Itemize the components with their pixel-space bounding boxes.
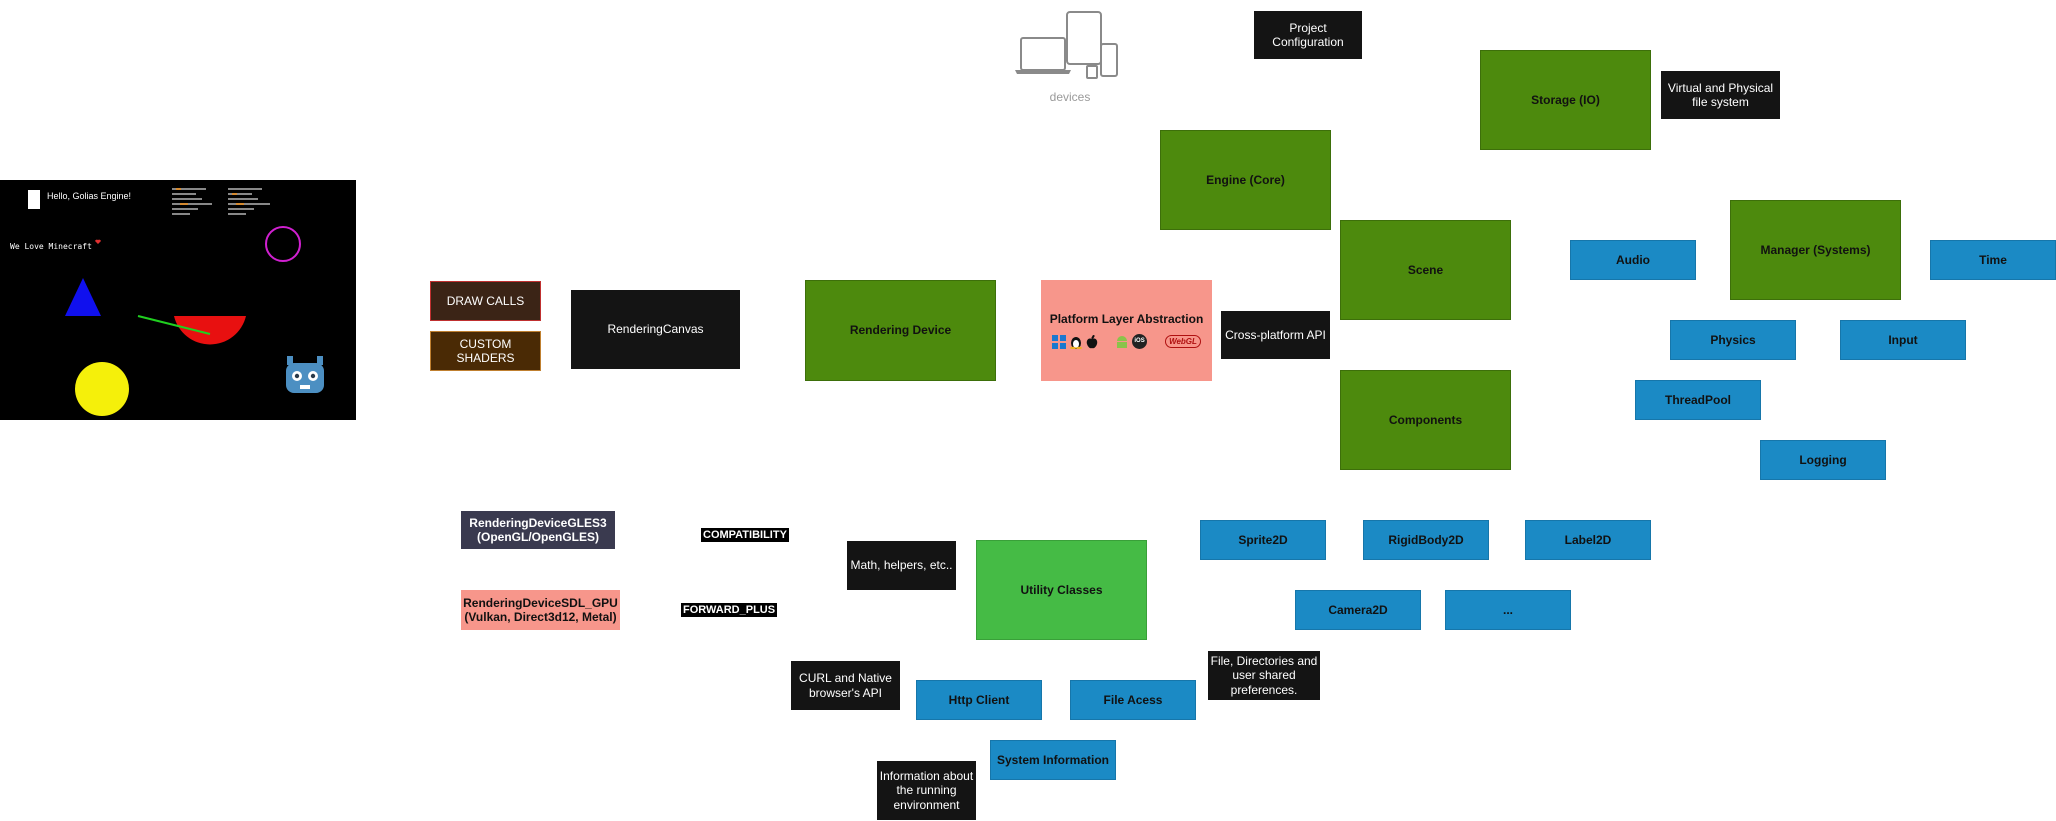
vfs-note[interactable]: Virtual and Physical file system xyxy=(1661,71,1780,119)
node-label: Label2D xyxy=(1564,532,1612,547)
node-label: System Information xyxy=(996,752,1110,767)
android-icon xyxy=(1117,335,1128,348)
note-label: Math, helpers, etc.. xyxy=(850,558,953,573)
rendering-device-node[interactable]: Rendering Device xyxy=(805,280,996,381)
devices-label: devices xyxy=(1049,90,1091,104)
http-client-node[interactable]: Http Client xyxy=(916,680,1042,720)
draw-calls-node[interactable]: DRAW CALLS xyxy=(430,281,541,321)
minecraft-text: We Love Minecraft xyxy=(10,242,92,251)
windows-icon xyxy=(1052,334,1067,349)
node-label: ... xyxy=(1502,602,1513,617)
node-label: Scene xyxy=(1407,262,1444,277)
node-label: Audio xyxy=(1616,252,1650,267)
node-label: CUSTOM SHADERS xyxy=(456,336,515,365)
engine-core-node[interactable]: Engine (Core) xyxy=(1160,130,1331,230)
storage-node[interactable]: Storage (IO) xyxy=(1480,50,1651,150)
file-access-node[interactable]: File Acess xyxy=(1070,680,1196,720)
threadpool-node[interactable]: ThreadPool xyxy=(1635,380,1761,420)
node-label: Logging xyxy=(1799,452,1847,467)
label2d-node[interactable]: Label2D xyxy=(1525,520,1651,560)
time-node[interactable]: Time xyxy=(1930,240,2056,280)
ios-icon: iOS xyxy=(1132,334,1148,350)
compatibility-label: COMPATIBILITY xyxy=(701,528,789,542)
note-label: File, Directories and user shared prefer… xyxy=(1210,653,1318,697)
physics-node[interactable]: Physics xyxy=(1670,320,1796,360)
node-label: Engine (Core) xyxy=(1206,172,1285,187)
node-label: Rendering Device xyxy=(849,323,952,338)
math-helpers-note[interactable]: Math, helpers, etc.. xyxy=(847,541,956,590)
node-label: Time xyxy=(1979,252,2007,267)
node-label: Components xyxy=(1388,412,1463,427)
rendering-canvas-node[interactable]: RenderingCanvas xyxy=(571,290,740,369)
note-label: Information about the running environmen… xyxy=(879,768,974,812)
devices-icon: devices xyxy=(1015,8,1125,108)
note-label: CURL and Native browser's API xyxy=(799,671,892,700)
logging-node[interactable]: Logging xyxy=(1760,440,1886,480)
node-label: DRAW CALLS xyxy=(446,293,525,308)
project-configuration-node[interactable]: Project Configuration xyxy=(1254,11,1362,59)
running-env-note[interactable]: Information about the running environmen… xyxy=(877,761,976,820)
node-label: Utility Classes xyxy=(1020,582,1103,597)
scene-node[interactable]: Scene xyxy=(1340,220,1511,320)
cross-platform-note[interactable]: Cross-platform API xyxy=(1221,311,1330,359)
file-dirs-note[interactable]: File, Directories and user shared prefer… xyxy=(1208,651,1320,700)
node-label: Sprite2D xyxy=(1238,532,1288,547)
rigidbody2d-node[interactable]: RigidBody2D xyxy=(1363,520,1489,560)
node-label: RenderingCanvas xyxy=(607,322,704,337)
camera2d-node[interactable]: Camera2D xyxy=(1295,590,1421,630)
linux-icon xyxy=(1070,336,1083,349)
audio-node[interactable]: Audio xyxy=(1570,240,1696,280)
components-node[interactable]: Components xyxy=(1340,370,1511,470)
node-label: Storage (IO) xyxy=(1531,92,1600,107)
sprite2d-node[interactable]: Sprite2D xyxy=(1200,520,1326,560)
manager-node[interactable]: Manager (Systems) xyxy=(1730,200,1901,300)
webgl-icon: WebGL xyxy=(1165,334,1201,349)
node-label: Input xyxy=(1888,332,1918,347)
forward-plus-label: FORWARD_PLUS xyxy=(681,603,778,617)
gles3-node[interactable]: RenderingDeviceGLES3 (OpenGL/OpenGLES) xyxy=(461,511,615,549)
node-label: Project Configuration xyxy=(1272,20,1344,49)
hello-text: Hello, Golias Engine! xyxy=(47,191,132,201)
node-label: Http Client xyxy=(948,692,1010,707)
system-information-node[interactable]: System Information xyxy=(990,740,1116,780)
platform-layer-node[interactable]: Platform Layer Abstraction iOS WebGL xyxy=(1041,280,1212,381)
input-node[interactable]: Input xyxy=(1840,320,1966,360)
utility-classes-node[interactable]: Utility Classes xyxy=(976,540,1147,640)
note-label: Virtual and Physical file system xyxy=(1667,80,1774,109)
node-label: RenderingDeviceSDL_GPU (Vulkan, Direct3d… xyxy=(463,595,618,624)
note-label: Cross-platform API xyxy=(1225,327,1326,342)
custom-shaders-node[interactable]: CUSTOM SHADERS xyxy=(430,331,541,371)
node-label: ThreadPool xyxy=(1664,392,1731,407)
node-label: Platform Layer Abstraction xyxy=(1049,311,1204,326)
platform-icons: iOS WebGL xyxy=(1052,334,1201,350)
node-label: Camera2D xyxy=(1328,602,1388,617)
node-label: RenderingDeviceGLES3 (OpenGL/OpenGLES) xyxy=(469,515,607,544)
apple-icon xyxy=(1086,334,1098,348)
node-label: Manager (Systems) xyxy=(1760,242,1871,257)
more-components-node[interactable]: ... xyxy=(1445,590,1571,630)
node-label: Physics xyxy=(1710,332,1756,347)
node-label: File Acess xyxy=(1103,692,1163,707)
curl-note[interactable]: CURL and Native browser's API xyxy=(791,661,900,710)
sdl-gpu-node[interactable]: RenderingDeviceSDL_GPU (Vulkan, Direct3d… xyxy=(461,590,620,630)
node-label: RigidBody2D xyxy=(1388,532,1464,547)
canvas-preview: Hello, Golias Engine! We Love Minecraft xyxy=(0,180,356,420)
godot-logo-icon xyxy=(286,356,324,393)
